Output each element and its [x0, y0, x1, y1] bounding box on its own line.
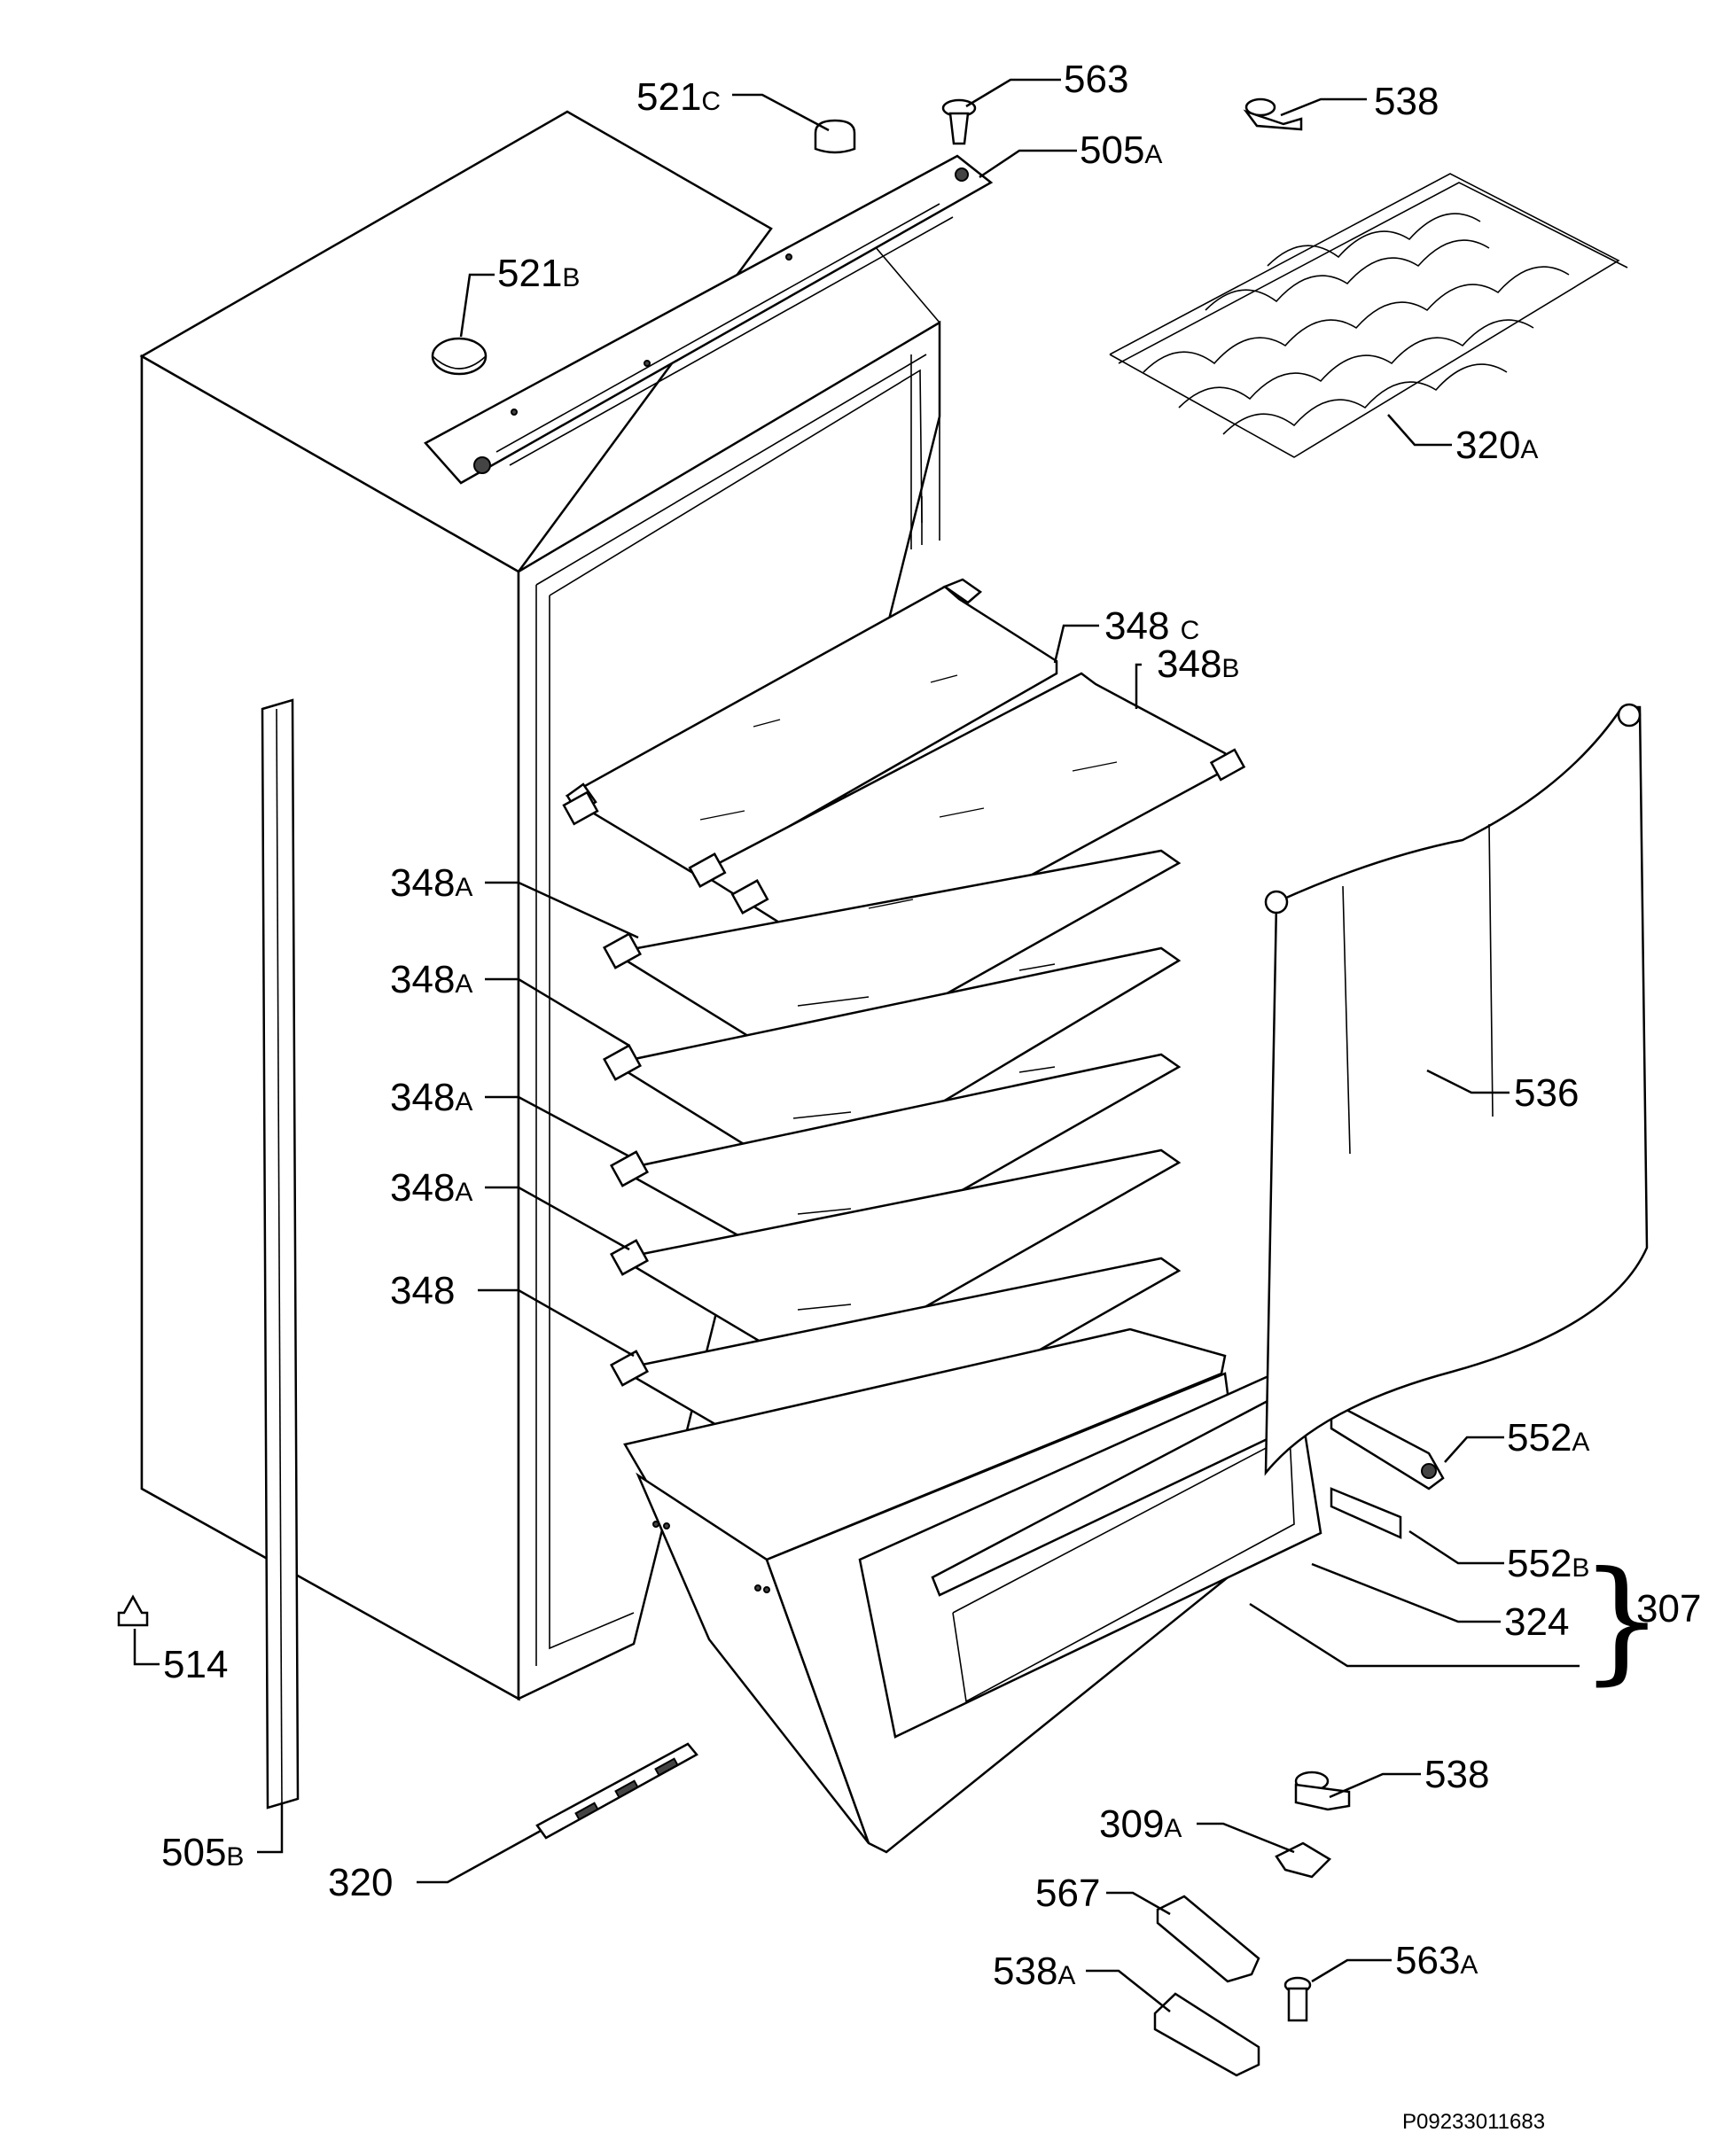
- callout-348a-2: 348A: [390, 958, 472, 1001]
- callout-348a-4: 348A: [390, 1166, 472, 1210]
- callout-320a: 320A: [1455, 424, 1538, 467]
- hinge-plate-567: [1156, 1895, 1260, 1983]
- screw-563: [941, 98, 977, 145]
- callout-348b: 348B: [1157, 642, 1239, 686]
- brace-307: }: [1580, 1544, 1664, 1698]
- callout-324: 324: [1504, 1600, 1569, 1644]
- callout-538-top: 538: [1374, 80, 1439, 123]
- hinge-pin-538-mid: [1294, 1771, 1351, 1811]
- door-strip-505b: [261, 698, 300, 1810]
- callout-309a: 309A: [1099, 1802, 1182, 1846]
- callout-348a-1: 348A: [390, 861, 472, 905]
- crisper-drawer-324: [623, 1327, 1322, 1854]
- door-bin-536: [1264, 703, 1649, 1476]
- foot-514: [117, 1594, 149, 1627]
- callout-514: 514: [163, 1643, 228, 1686]
- rail-552a: [1330, 1399, 1445, 1491]
- top-cap-521b: [431, 337, 488, 376]
- bottom-rail-320: [535, 1742, 698, 1840]
- callout-563a: 563A: [1395, 1939, 1478, 1982]
- callout-521c: 521C: [636, 75, 721, 119]
- top-hinge-bar-505a: [424, 154, 994, 485]
- callout-348c: 348 C: [1104, 604, 1199, 648]
- callout-521b: 521B: [497, 252, 580, 295]
- callout-538-mid: 538: [1424, 1753, 1489, 1796]
- screw-563a: [1283, 1976, 1312, 2022]
- glass-reflection-marks: [699, 674, 1118, 1419]
- callout-552b: 552B: [1507, 1542, 1589, 1585]
- callout-505b: 505B: [161, 1831, 244, 1874]
- clip-309a: [1275, 1841, 1332, 1879]
- callout-538a: 538A: [993, 1950, 1075, 1993]
- rail-552b: [1330, 1487, 1402, 1539]
- callout-552a: 552A: [1507, 1416, 1589, 1459]
- callout-348: 348: [390, 1269, 455, 1312]
- callout-348a-3: 348A: [390, 1076, 472, 1119]
- callout-563: 563: [1064, 58, 1128, 101]
- leader-lines: [133, 78, 1580, 2012]
- shelf-348c: [562, 578, 1058, 879]
- wine-rack-320a: [1109, 173, 1628, 458]
- callout-labels: 521C 563 538 505A 521B 320A 348 C 348B 3…: [161, 58, 1701, 2134]
- callout-320: 320: [328, 1861, 393, 1904]
- diagram-id: P09233011683: [1402, 2110, 1545, 2134]
- callout-567: 567: [1035, 1872, 1100, 1915]
- callout-536: 536: [1514, 1071, 1579, 1115]
- hinge-pin-538-top: [1243, 97, 1303, 131]
- callout-505a: 505A: [1080, 128, 1162, 172]
- callout-307: 307: [1636, 1587, 1701, 1631]
- hinge-538a: [1153, 1992, 1260, 2077]
